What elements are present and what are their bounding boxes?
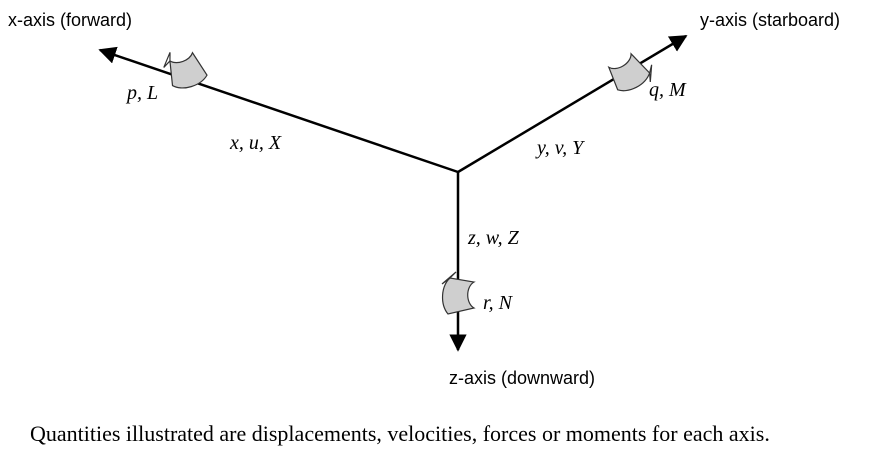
z-rotation-label: r, N	[483, 292, 514, 314]
x-axis-quantities: x, u, X	[229, 132, 282, 154]
x-axis-title: x-axis (forward)	[8, 10, 132, 30]
y-rotation-label: q, M	[649, 79, 687, 101]
y-axis-title: y-axis (starboard)	[700, 10, 840, 30]
z-axis-quantities: z, w, Z	[467, 227, 520, 249]
y-axis-quantities: y, v, Y	[535, 137, 585, 159]
x-rotation-label: p, L	[125, 82, 158, 104]
z-axis-title: z-axis (downward)	[449, 368, 595, 388]
x-rotation-icon	[163, 51, 208, 89]
x-axis-line	[98, 46, 459, 174]
z-rotation-icon	[441, 271, 476, 315]
y-rotation-icon	[607, 52, 653, 92]
caption: Quantities illustrated are displacements…	[30, 421, 770, 446]
y-axis-line	[457, 34, 688, 174]
